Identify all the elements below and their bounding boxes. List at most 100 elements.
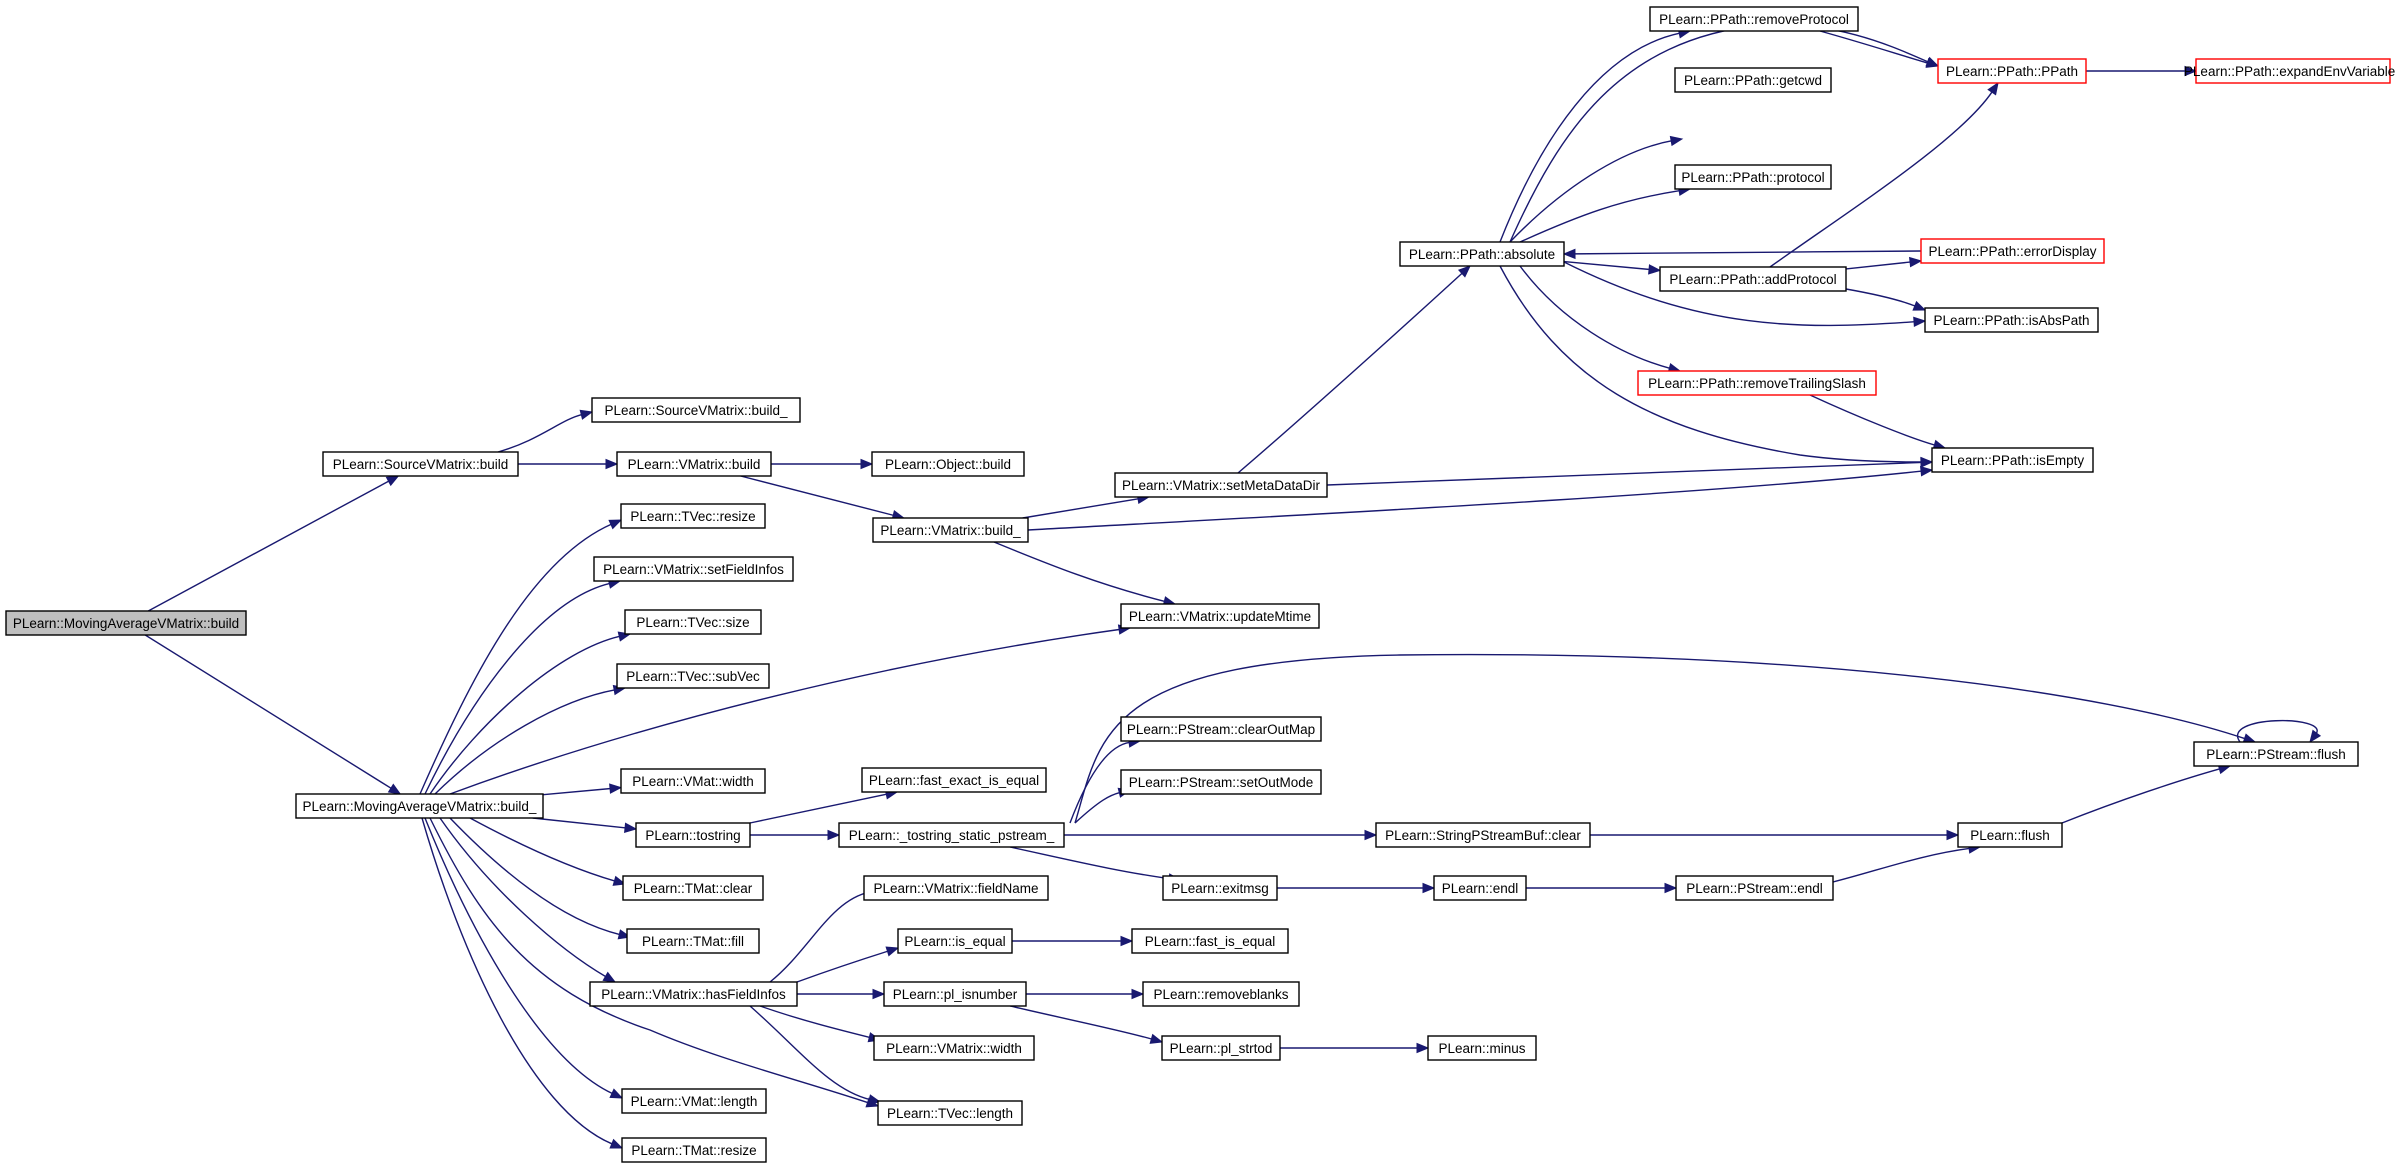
- node-vm_setmeta[interactable]: PLearn::VMatrix::setMetaDataDir: [1114, 472, 1328, 498]
- edge-pp_absolute-to-pp_removetrail: [1519, 265, 1682, 374]
- node-vm_fieldname[interactable]: PLearn::VMatrix::fieldName: [863, 875, 1049, 901]
- edge-arrowhead: [608, 519, 623, 530]
- node-exitmsg[interactable]: PLearn::exitmsg: [1162, 875, 1278, 901]
- node-minus[interactable]: PLearn::minus: [1427, 1035, 1537, 1061]
- node-box: [1637, 370, 1877, 396]
- node-box: [1427, 1035, 1537, 1061]
- edge-line: [749, 793, 888, 824]
- node-tostring[interactable]: PLearn::tostring: [635, 822, 751, 848]
- edge-vm_setmeta-to-pp_absolute: [1237, 265, 1471, 474]
- node-vmat_length[interactable]: PLearn::VMat::length: [621, 1088, 767, 1114]
- edge-arrowhead: [385, 475, 400, 487]
- node-label: PLearn::PPath::expandEnvVariables: [2184, 64, 2395, 79]
- edge-vm_hasfield-to-tvec_length: [749, 1005, 882, 1105]
- node-vm_update[interactable]: PLearn::VMatrix::updateMtime: [1120, 603, 1320, 629]
- node-pl_isnumber[interactable]: PLearn::pl_isnumber: [883, 981, 1027, 1007]
- node-pp_isabs[interactable]: PLearn::PPath::isAbsPath: [1924, 307, 2099, 333]
- node-label: PLearn::flush: [1970, 828, 2050, 843]
- edge-ps_flush-to-ps_flush: [2236, 719, 2322, 744]
- node-box: [621, 1137, 767, 1163]
- node-vm_setfield[interactable]: PLearn::VMatrix::setFieldInfos: [593, 556, 794, 582]
- node-fast_exact[interactable]: PLearn::fast_exact_is_equal: [861, 767, 1047, 793]
- node-label: PLearn::VMat::length: [631, 1094, 758, 1109]
- edge-arrowhead: [609, 1138, 624, 1149]
- node-box: [591, 397, 801, 423]
- edge-arrowhead: [1457, 265, 1471, 278]
- node-tmat_clear[interactable]: PLearn::TMat::clear: [622, 875, 764, 901]
- node-tmat_fill[interactable]: PLearn::TMat::fill: [626, 928, 760, 954]
- node-tvec_subvec[interactable]: PLearn::TVec::subVec: [616, 663, 770, 689]
- node-vm_hasfield[interactable]: PLearn::VMatrix::hasFieldInfos: [589, 981, 798, 1007]
- node-pp_getcwd[interactable]: PLearn::PPath::getcwd: [1674, 67, 1832, 93]
- edge-mavm_build-to-mavm_build_: [144, 634, 402, 795]
- node-pl_strtod[interactable]: PLearn::pl_strtod: [1161, 1035, 1281, 1061]
- node-box: [593, 556, 794, 582]
- edge-line: [1074, 653, 2246, 824]
- node-ps_endl[interactable]: PLearn::PStream::endl: [1675, 875, 1834, 901]
- node-vm_width[interactable]: PLearn::VMatrix::width: [873, 1035, 1035, 1061]
- node-box: [873, 1035, 1035, 1061]
- node-label: PLearn::SourceVMatrix::build: [333, 457, 509, 472]
- edge-arrowhead: [2184, 65, 2198, 77]
- node-box: [861, 767, 1047, 793]
- node-obj_build[interactable]: PLearn::Object::build: [871, 451, 1025, 477]
- edge-arrowhead: [1664, 882, 1678, 894]
- edge-mavm_build_-to-tmat_resize: [421, 817, 624, 1149]
- node-pp_errdisplay[interactable]: PLearn::PPath::errorDisplay: [1920, 238, 2105, 264]
- node-removeblanks[interactable]: PLearn::removeblanks: [1142, 981, 1300, 1007]
- edge-line: [796, 950, 889, 983]
- node-label: PLearn::endl: [1442, 881, 1519, 896]
- node-vm_build_[interactable]: PLearn::VMatrix::build_: [872, 517, 1029, 543]
- edge-line: [740, 475, 895, 517]
- edge-line: [1237, 272, 1464, 474]
- node-tostring_static[interactable]: PLearn::_tostring_static_pstream_: [838, 822, 1065, 848]
- node-tvec_size[interactable]: PLearn::TVec::size: [624, 609, 762, 635]
- node-pp_ppath[interactable]: PLearn::PPath::PPath: [1937, 58, 2087, 84]
- edge-endl-to-ps_endl: [1526, 882, 1678, 894]
- node-svm_build_[interactable]: PLearn::SourceVMatrix::build_: [591, 397, 801, 423]
- edge-arrowhead: [605, 458, 619, 470]
- node-pp_protocol[interactable]: PLearn::PPath::protocol: [1674, 164, 1832, 190]
- node-tvec_resize[interactable]: PLearn::TVec::resize: [620, 503, 766, 529]
- node-label: PLearn::TVec::resize: [630, 509, 755, 524]
- node-box: [1120, 603, 1320, 629]
- node-mavm_build_[interactable]: PLearn::MovingAverageVMatrix::build_: [295, 793, 544, 819]
- node-ps_setout[interactable]: PLearn::PStream::setOutMode: [1120, 769, 1322, 795]
- node-label: PLearn::TMat::fill: [642, 934, 744, 949]
- edge-mavm_build_-to-tmat_fill: [449, 817, 632, 940]
- node-ps_clearout[interactable]: PLearn::PStream::clearOutMap: [1120, 716, 1322, 742]
- node-pp_removetrail[interactable]: PLearn::PPath::removeTrailingSlash: [1637, 370, 1877, 396]
- node-pp_absolute[interactable]: PLearn::PPath::absolute: [1399, 241, 1565, 267]
- node-box: [838, 822, 1065, 848]
- node-pp_isempty[interactable]: PLearn::PPath::isEmpty: [1931, 447, 2094, 473]
- node-endl[interactable]: PLearn::endl: [1433, 875, 1527, 901]
- node-pp_removeproto[interactable]: PLearn::PPath::removeProtocol: [1649, 6, 1859, 32]
- node-label: PLearn::is_equal: [904, 934, 1005, 949]
- edge-arrowhead: [1925, 57, 1940, 68]
- edge-arrowhead: [1120, 935, 1134, 947]
- node-svm_build[interactable]: PLearn::SourceVMatrix::build: [322, 451, 519, 477]
- node-pp_expand[interactable]: PLearn::PPath::expandEnvVariables: [2184, 58, 2395, 84]
- node-vmat_width[interactable]: PLearn::VMat::width: [620, 768, 766, 794]
- node-ps_flush[interactable]: PLearn::PStream::flush: [2193, 741, 2359, 767]
- node-pp_addproto[interactable]: PLearn::PPath::addProtocol: [1659, 266, 1847, 292]
- node-flush[interactable]: PLearn::flush: [1957, 822, 2063, 848]
- node-fast_is_equal[interactable]: PLearn::fast_is_equal: [1131, 928, 1289, 954]
- node-spsb_clear[interactable]: PLearn::StringPStreamBuf::clear: [1375, 822, 1591, 848]
- edge-vm_hasfield-to-is_equal: [796, 946, 900, 983]
- node-label: PLearn::StringPStreamBuf::clear: [1385, 828, 1581, 843]
- node-label: PLearn::minus: [1438, 1041, 1525, 1056]
- node-mavm_build[interactable]: PLearn::MovingAverageVMatrix::build: [5, 610, 247, 636]
- edge-vm_build_-to-vm_update: [993, 541, 1177, 607]
- node-box: [1659, 266, 1847, 292]
- node-tvec_length[interactable]: PLearn::TVec::length: [877, 1100, 1023, 1126]
- node-label: PLearn::PPath::getcwd: [1684, 73, 1822, 88]
- edge-arrowhead: [1920, 466, 1934, 477]
- node-label: PLearn::TVec::size: [636, 615, 749, 630]
- node-box: [626, 928, 760, 954]
- node-box: [589, 981, 798, 1007]
- node-label: PLearn::PPath::removeTrailingSlash: [1648, 376, 1866, 391]
- node-tmat_resize[interactable]: PLearn::TMat::resize: [621, 1137, 767, 1163]
- node-vm_build[interactable]: PLearn::VMatrix::build: [616, 451, 772, 477]
- node-is_equal[interactable]: PLearn::is_equal: [897, 928, 1013, 954]
